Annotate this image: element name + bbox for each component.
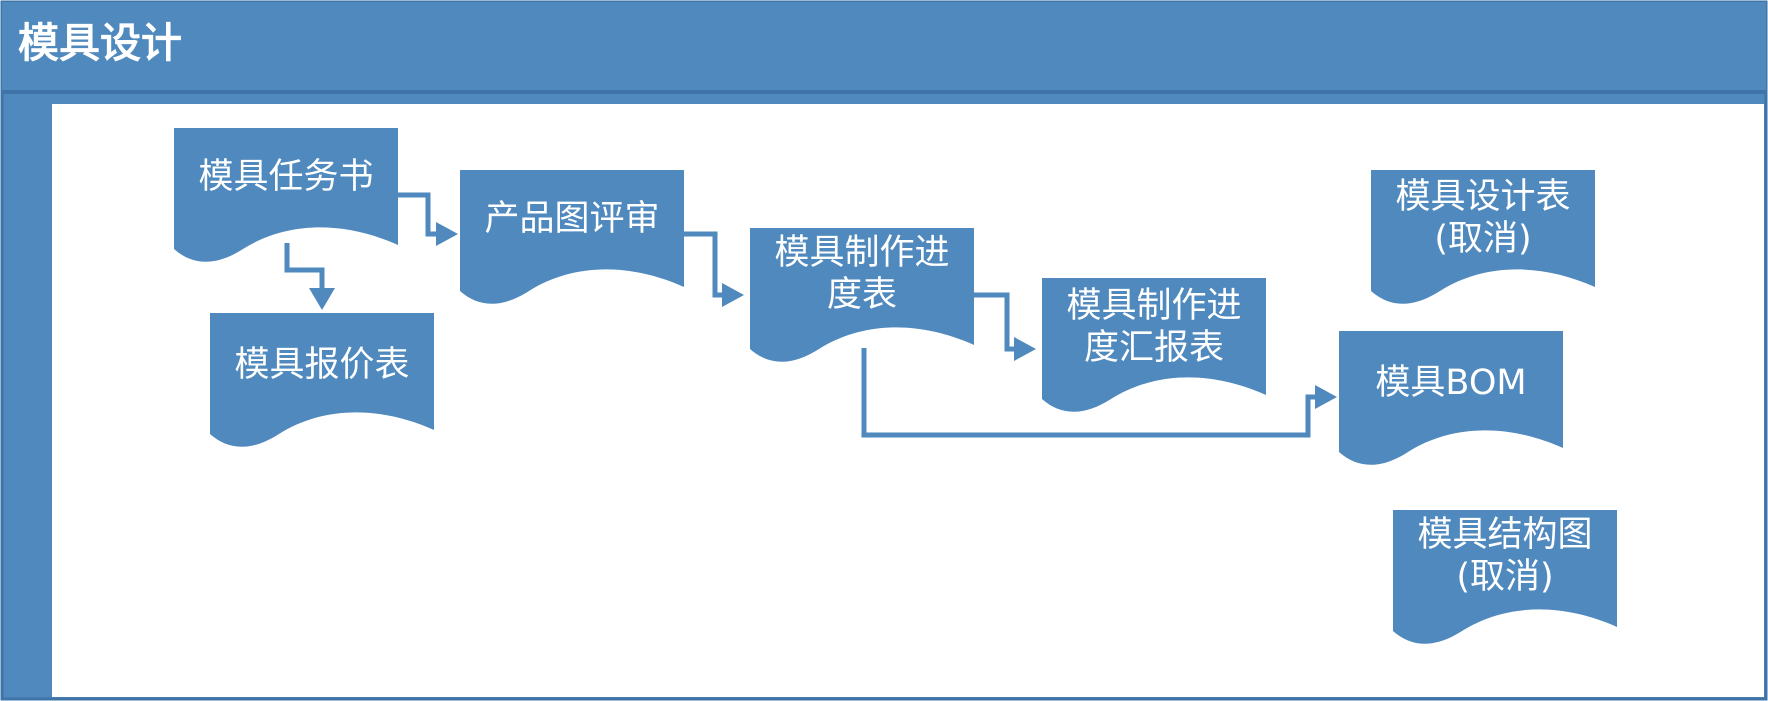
doc-shape-progress: [750, 228, 974, 362]
edge-task-quote: [284, 243, 325, 294]
arrowheads: [309, 222, 1337, 409]
doc-shape-review: [460, 170, 684, 304]
doc-shape-structure: [1393, 510, 1617, 644]
page-title: 模具设计: [18, 19, 182, 67]
arrowhead: [1014, 337, 1036, 361]
arrowhead: [436, 222, 458, 246]
doc-shape-bom: [1339, 331, 1563, 465]
doc-shape-report: [1042, 278, 1266, 412]
doc-shape-quote: [210, 313, 434, 447]
lane-header: [2, 2, 1766, 92]
arrowhead: [722, 283, 744, 307]
doc-shape-task: [174, 128, 398, 262]
doc-shape-design: [1371, 170, 1595, 304]
edge-progress-bom: [861, 348, 1322, 438]
document-shapes: [174, 128, 1617, 644]
arrowhead: [309, 288, 335, 310]
arrowhead: [1315, 385, 1337, 409]
